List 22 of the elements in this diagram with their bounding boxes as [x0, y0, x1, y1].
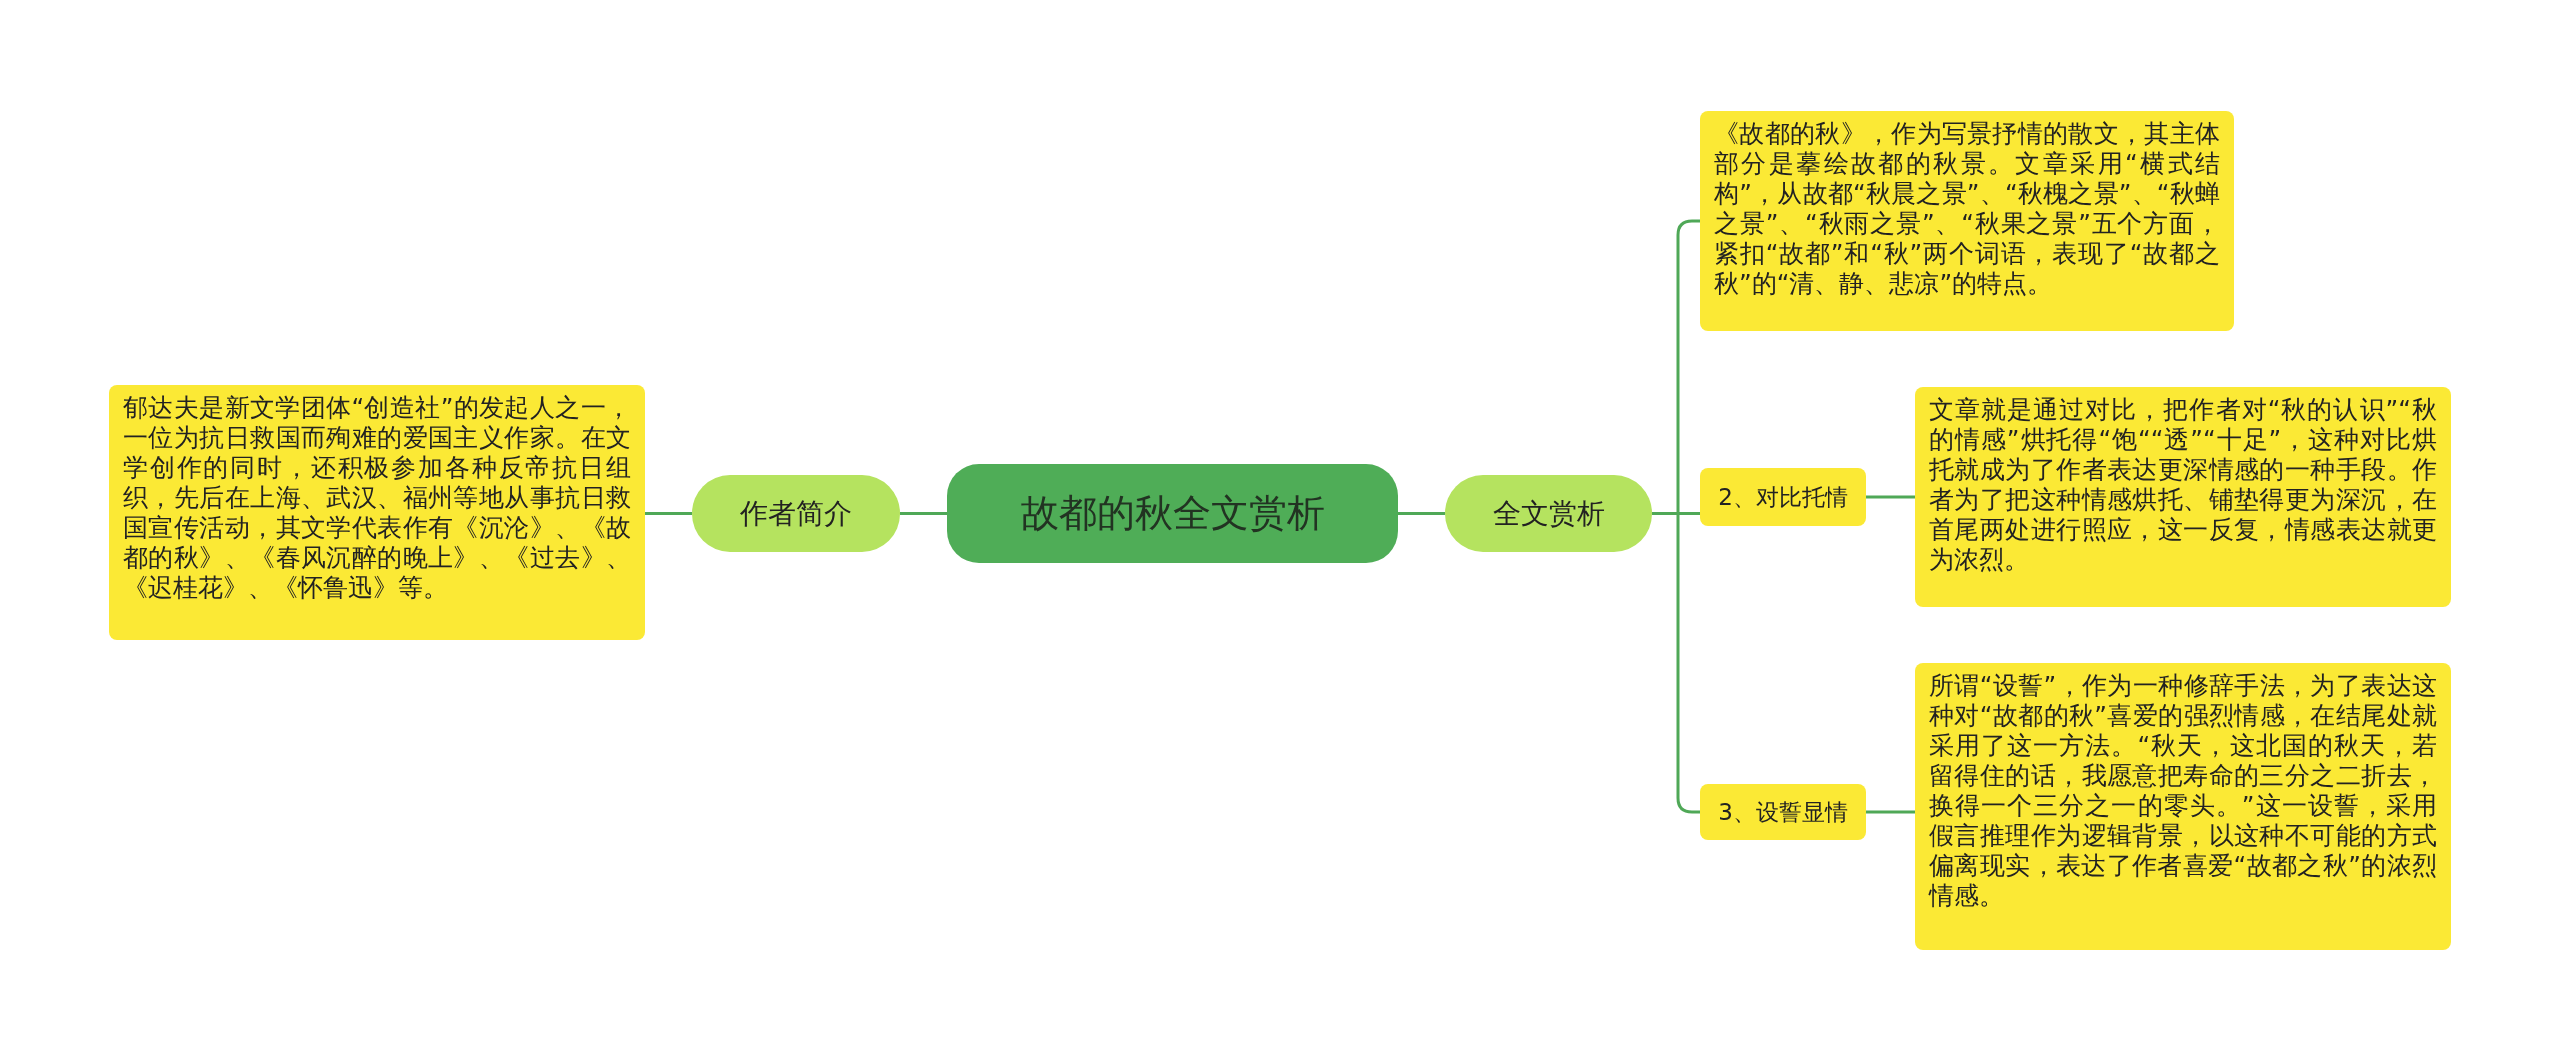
subtopic-box	[1700, 784, 1866, 840]
note-text: 《故都的秋》，作为写景抒情的散文，其主体部分是摹绘故都的秋景。文章采用“横式结构”，从故都“秋晨之景”、“秋槐之景”、“秋蝉之景”、“秋雨之景”、“秋果之景”五个方面，紧扣“故都”和“秋”两个词语，表现了“故都之秋”的“清、静、悲凉”的特点。	[1714, 119, 2220, 299]
subtopic-box	[1700, 468, 1866, 526]
note-box	[1915, 387, 2451, 607]
note-text: 所谓“设誓”，作为一种修辞手法，为了表达这种对“故都的秋”喜爱的强烈情感，在结尾处就采用了这一方法。“秋天，这北国的秋天，若留得住的话，我愿意把寿命的三分之二折去，换得一个三分之一的零头。”这一设誓，采用假言推理作为逻辑背景，以这种不可能的方式偏离现实，表达了作者喜爱“故都之秋”的浓烈情感。	[1929, 671, 2437, 911]
central-topic	[947, 464, 1398, 563]
topic-label: 全文赏析	[1492, 495, 1605, 532]
connector-line	[1866, 810, 1915, 814]
note-box	[109, 385, 645, 640]
connector-line	[645, 512, 692, 515]
topic-label: 故都的秋全文赏析	[1020, 490, 1325, 537]
note-text: 郁达夫是新文学团体“创造社”的发起人之一，一位为抗日救国而殉难的爱国主义作家。在文学创作的同时，还积极参加各种反帝抗日组织，先后在上海、武汉、福州等地从事抗日救国宣传活动，其文学代表作有《沉沦》、《故都的秋》、《春风沉醉的晚上》、《过去》、《迟桂花》、《怀鲁迅》等。	[123, 393, 631, 603]
note-text: 文章就是通过对比，把作者对“秋的认识”“秋的情感”烘托得“饱““透”“十足”，这种对比烘托就成为了作者表达更深情感的一种手段。作者为了把这种情感烘托、铺垫得更为深沉，在首尾两处进行照应，这一反复，情感表达就更为浓烈。	[1929, 395, 2437, 575]
topic-label: 2、对比托情	[1718, 482, 1848, 512]
note-box	[1915, 663, 2451, 950]
connector-line	[900, 512, 947, 515]
topic-label: 3、设誓显情	[1718, 797, 1848, 827]
connector-line	[1652, 512, 1700, 814]
connector-line	[1866, 495, 1915, 499]
topic-label: 作者简介	[740, 495, 852, 532]
note-box	[1700, 111, 2234, 331]
connector-line	[1398, 512, 1445, 515]
